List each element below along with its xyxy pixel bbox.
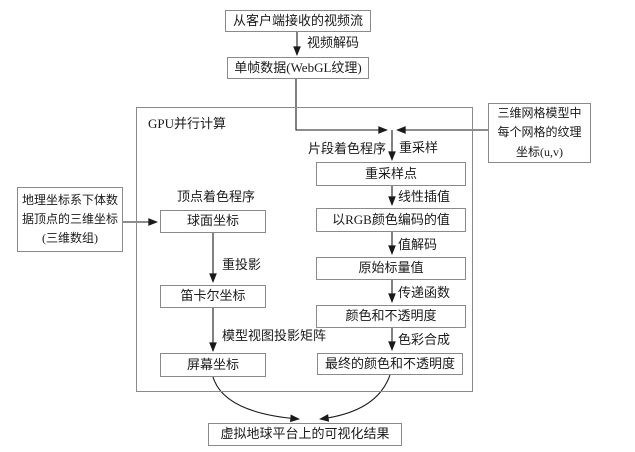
node-color-opacity: 颜色和不透明度 (316, 305, 466, 328)
node-final-color-opacity: 最终的颜色和不透明度 (317, 353, 463, 375)
edge-label-transfer-func: 传递函数 (398, 285, 451, 300)
edge-frame-to-junction-arrow (295, 79, 388, 134)
node-raw-scalar-value: 原始标量值 (316, 257, 466, 280)
edge-label-value-decode: 值解码 (398, 237, 438, 252)
section-label-fragment-shader: 片段着色程序 (308, 141, 387, 156)
node-cartesian-coords: 笛卡尔坐标 (160, 285, 266, 308)
gpu-parallel-computing-container (136, 107, 473, 392)
node-video-stream: 从客户端接收的视频流 (225, 10, 371, 32)
edge-label-resample: 重采样 (399, 140, 439, 155)
edge-label-mvp-matrix: 模型视图投影矩阵 (222, 328, 327, 343)
node-spherical-coords: 球面坐标 (160, 210, 266, 233)
edge-label-video-decode: 视频解码 (307, 35, 360, 50)
node-screen-coords: 屏幕坐标 (160, 353, 266, 377)
edge-label-color-compose: 色彩合成 (398, 332, 451, 347)
node-texture-coords: 三维网格模型中 每个网格的纹理 坐标(u,v) (488, 103, 591, 163)
node-resample-points: 重采样点 (316, 162, 466, 186)
section-label-vertex-shader: 顶点着色程序 (177, 189, 256, 204)
node-rgb-encoded-value: 以RGB颜色编码的值 (316, 208, 466, 232)
node-geo-coords: 地理坐标系下体数 据顶点的三维坐标 (三维数组) (17, 187, 123, 252)
node-visualization-result: 虚拟地球平台上的可视化结果 (208, 423, 402, 446)
edge-label-linear-interp: 线性插值 (398, 189, 451, 204)
edge-screen-to-result-curve (212, 376, 300, 423)
node-frame-data: 单帧数据(WebGL纹理) (227, 57, 369, 79)
gpu-container-label: GPU并行计算 (148, 116, 227, 131)
edge-label-reproject: 重投影 (222, 257, 262, 272)
edge-final-to-result-curve (319, 374, 391, 422)
